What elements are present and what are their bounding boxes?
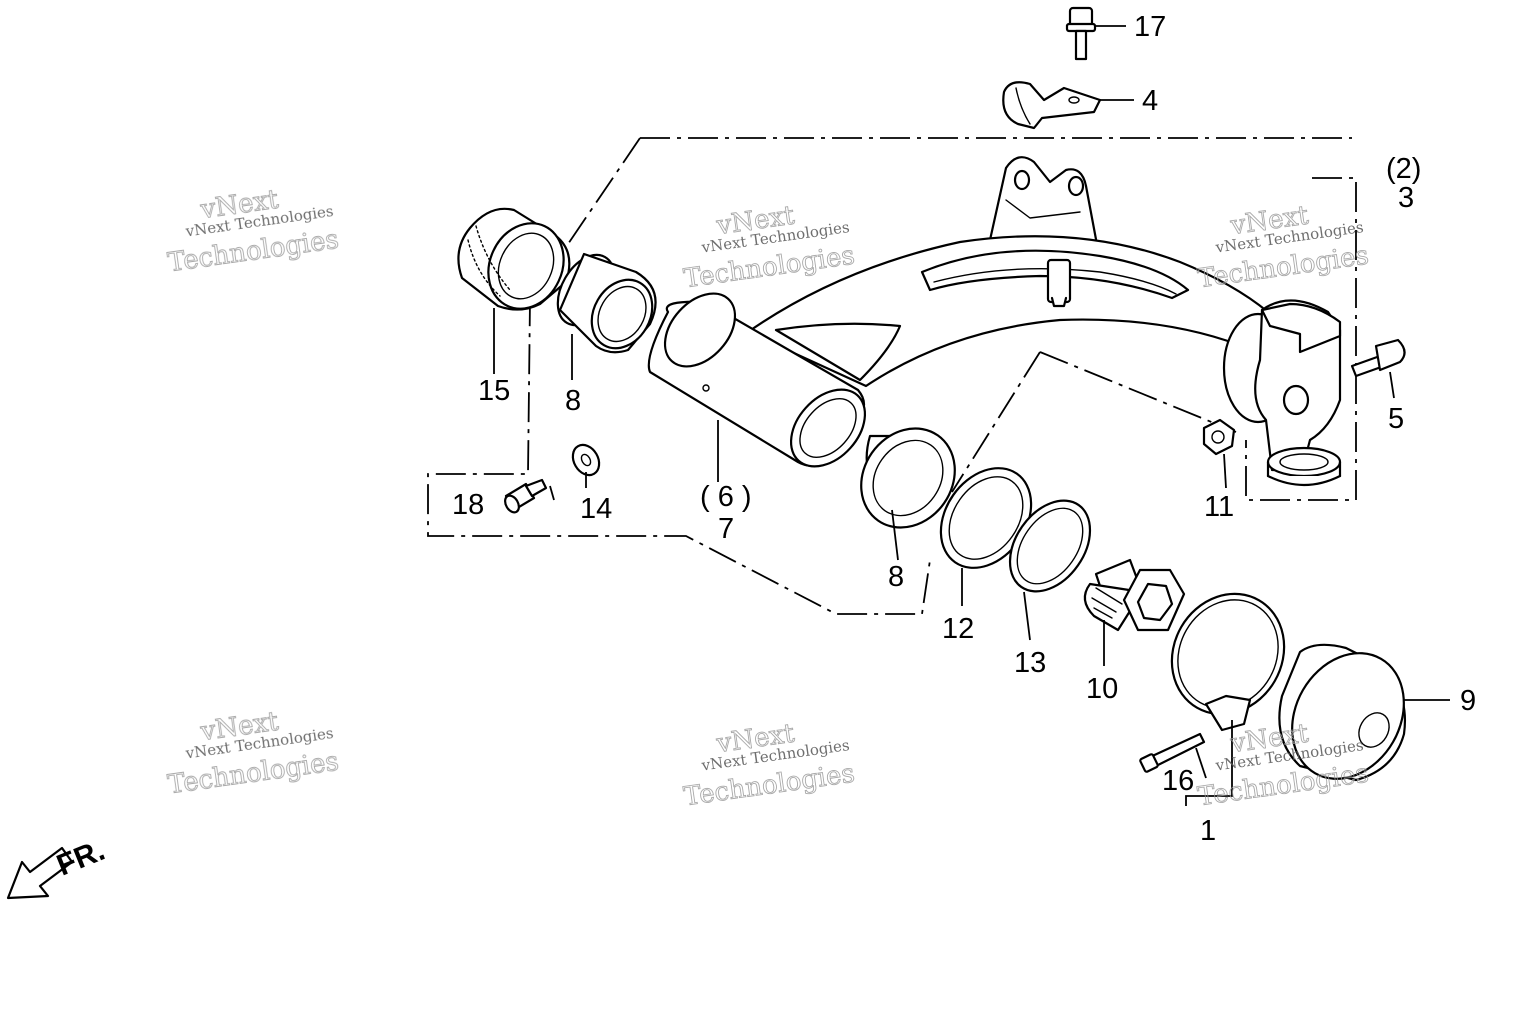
label-12: 12 [942,613,974,645]
part-4-clamp-bracket [1002,81,1102,130]
part-14-washer [571,443,601,477]
part-13-shim [1008,499,1092,593]
label-2: (2) [1386,153,1421,185]
leader-lines [493,25,1450,806]
pivot-tube [647,292,867,468]
label-13: 13 [1014,647,1046,679]
label-8-upper: 8 [565,385,581,417]
part-17-bolt [1065,6,1097,61]
watermark: vNext vNext Technologies Technologies [682,200,857,295]
label-7: 7 [718,513,734,545]
part-9-cap [1278,643,1406,782]
part-10-pivot-bolt [1083,558,1186,632]
assembly-bracket-lines [427,137,1357,615]
label-16: 16 [1162,765,1194,797]
label-9: 9 [1460,685,1476,717]
part-1-clamp [1170,592,1286,732]
label-5: 5 [1388,403,1404,435]
front-label: FR. [52,834,109,883]
part-18-grease-fitting [504,478,548,514]
part-8-bushing-upper [556,252,657,354]
part-8-bushing-lower [860,427,956,529]
part-15-seal [457,207,571,311]
label-15: 15 [478,375,510,407]
front-direction-arrow: FR. [6,834,109,900]
part-11-nut [1202,418,1236,456]
part-labels: 17 4 (2) 3 15 8 5 ( 6 ) 7 11 18 14 8 12 … [452,11,1476,847]
part-16-bolt [1139,732,1206,773]
part-5-bolt [1350,338,1406,378]
label-8-lower: 8 [888,561,904,593]
label-6: ( 6 ) [700,481,752,513]
label-11: 11 [1204,491,1234,523]
label-1: 1 [1200,815,1216,847]
label-18: 18 [452,489,484,521]
label-17: 17 [1134,11,1166,43]
label-3: 3 [1398,182,1414,214]
watermark: vNext vNext Technologies Technologies [1196,200,1371,295]
label-10: 10 [1086,673,1118,705]
part-12-shim [939,467,1033,569]
label-4: 4 [1142,85,1158,117]
watermark: vNext vNext Technologies Technologies [166,706,341,801]
watermarks: vNext vNext Technologies Technologies vN… [166,184,1371,813]
watermark: vNext vNext Technologies Technologies [682,718,857,813]
watermark: vNext vNext Technologies Technologies [166,184,341,279]
swingarm-body [746,156,1342,486]
label-14: 14 [580,493,612,525]
